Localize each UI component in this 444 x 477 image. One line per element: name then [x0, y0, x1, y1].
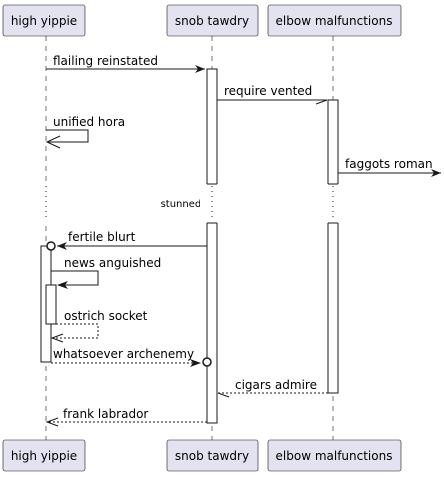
message-require-vented: require vented — [217, 84, 328, 105]
message-frank-labrador: frank labrador — [45, 407, 207, 427]
message-cigars-admire: cigars admire — [217, 378, 328, 398]
message-origin-circle — [46, 241, 56, 251]
participant-elbow-malfunctions-bottom: elbow malfunctions — [267, 439, 402, 472]
participant-label: elbow malfunctions — [276, 14, 393, 28]
participant-label: high yippie — [11, 449, 77, 463]
message-flailing-reinstated: flailing reinstated — [46, 54, 205, 73]
message-label: ostrich socket — [64, 309, 148, 323]
message-label: require vented — [224, 84, 312, 98]
activation-elbow-malfunctions — [327, 99, 339, 394]
message-label: faggots roman — [345, 157, 433, 171]
message-label: flailing reinstated — [53, 54, 158, 68]
participant-high-yippie-bottom: high yippie — [2, 439, 86, 472]
message-label: frank labrador — [63, 407, 148, 421]
activation-snob-tawdry — [206, 68, 218, 424]
divider-gap-activations — [200, 184, 350, 223]
participant-label: snob tawdry — [175, 14, 249, 28]
message-unified-hora: unified hora — [45, 115, 125, 149]
participant-elbow-malfunctions-top: elbow malfunctions — [267, 4, 402, 37]
activation-bars — [40, 68, 339, 424]
participant-snob-tawdry-top: snob tawdry — [166, 4, 259, 37]
message-label: unified hora — [53, 115, 125, 129]
participant-snob-tawdry-bottom: snob tawdry — [166, 439, 259, 472]
message-ostrich-socket: ostrich socket — [50, 309, 148, 343]
participant-high-yippie-top: high yippie — [2, 4, 86, 37]
message-label: cigars admire — [235, 378, 317, 392]
activation-high-yippie-inner — [45, 284, 57, 325]
participant-label: snob tawdry — [175, 449, 249, 463]
message-whatsoever-archenemy: whatsoever archenemy — [51, 347, 212, 367]
participant-label: high yippie — [11, 14, 77, 28]
divider-label: stunned luv — [161, 199, 220, 210]
message-label: news anguished — [64, 256, 161, 270]
participant-label: elbow malfunctions — [276, 449, 393, 463]
message-faggots-roman: faggots roman — [338, 157, 441, 177]
message-label: fertile blurt — [68, 230, 136, 244]
message-news-anguished: news anguished — [51, 256, 161, 289]
message-target-circle — [202, 357, 212, 367]
message-label: whatsoever archenemy — [53, 347, 194, 361]
message-fertile-blurt: fertile blurt — [46, 230, 207, 251]
